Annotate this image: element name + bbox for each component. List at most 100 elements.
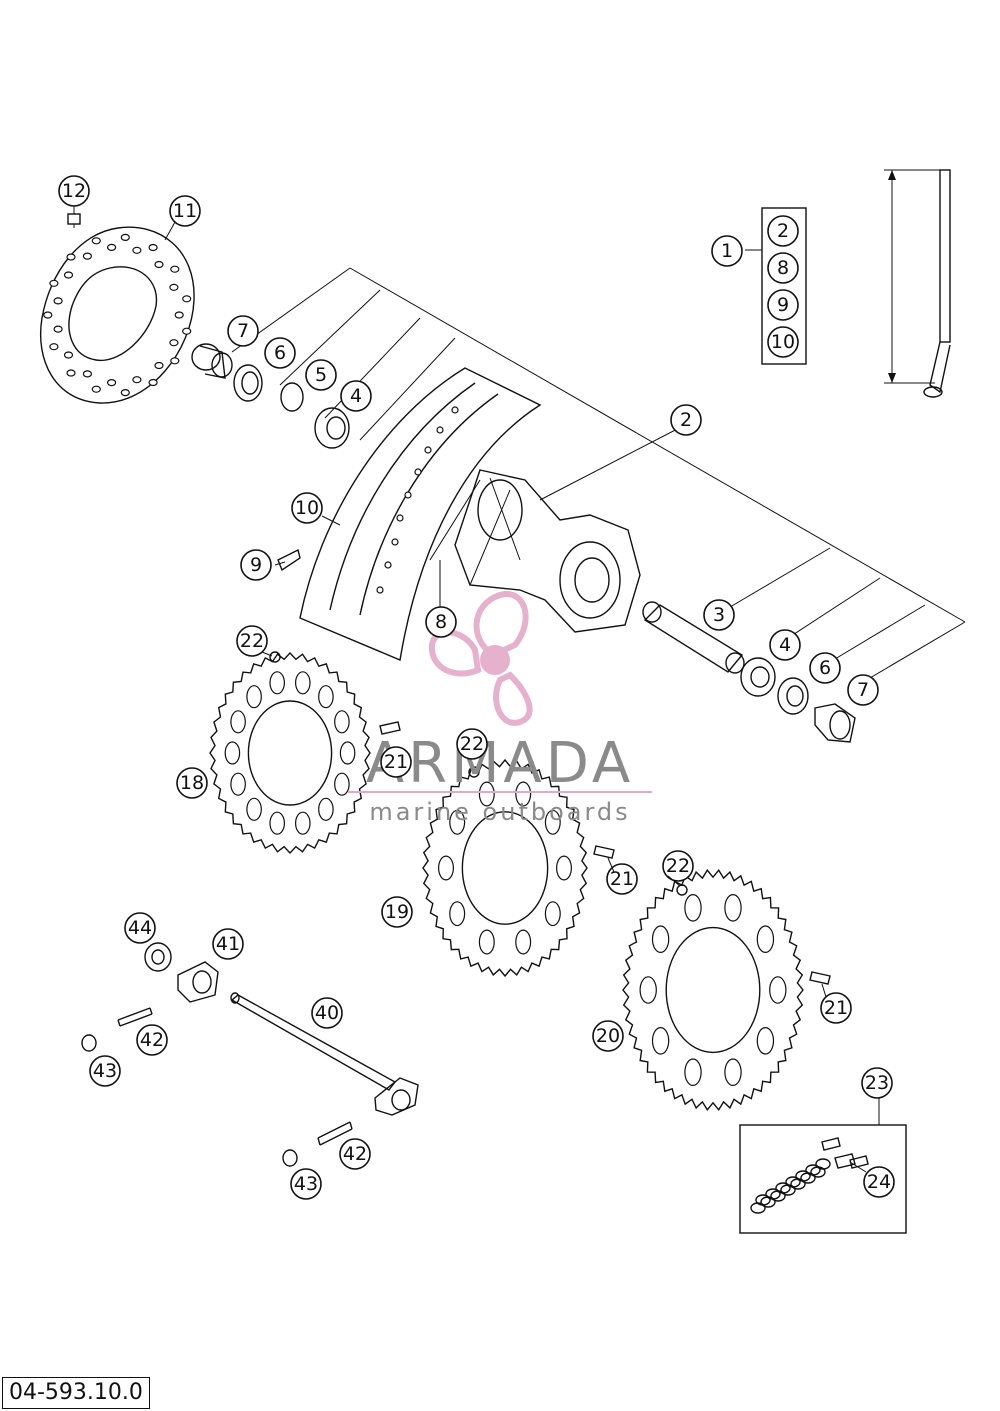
callout-label: 2 bbox=[680, 409, 692, 431]
callout-kit-9: 9 bbox=[767, 289, 799, 321]
disc-hole bbox=[169, 339, 179, 347]
callout-label: 21 bbox=[824, 997, 848, 1019]
callout-label: 23 bbox=[865, 1072, 889, 1094]
sprocket-hole bbox=[224, 741, 241, 765]
callout-label: 18 bbox=[180, 772, 204, 794]
sprocket-hole bbox=[334, 772, 350, 796]
spoke bbox=[884, 169, 951, 398]
watermark-logo: ARMADA marine outboards bbox=[348, 591, 652, 826]
disc-hole bbox=[106, 243, 117, 251]
callouts: 12 11 1 2 8 9 10 7 6 5 4 2 10 9 8 3 4 6 … bbox=[58, 175, 895, 1200]
chain-kit bbox=[739, 1098, 907, 1234]
callout-label: 43 bbox=[294, 1173, 318, 1195]
sprocket-hole bbox=[769, 976, 787, 1004]
sprocket-bolt-b bbox=[593, 845, 615, 859]
callout-kit-8: 8 bbox=[767, 252, 799, 284]
sprocket-hole bbox=[246, 685, 262, 709]
disc-hole bbox=[174, 311, 184, 319]
callout-21a: 21 bbox=[380, 746, 412, 778]
sprocket-teeth bbox=[209, 651, 371, 855]
disc-hole bbox=[154, 260, 164, 269]
sprocket-bolt-c bbox=[809, 971, 831, 985]
disc-hole bbox=[170, 265, 180, 273]
sprocket-hole bbox=[515, 781, 532, 807]
seal-left bbox=[233, 364, 263, 402]
sprocket-hole bbox=[449, 809, 466, 835]
disc-hole bbox=[170, 357, 180, 365]
rear-hub bbox=[429, 469, 641, 633]
sprocket-hole bbox=[651, 925, 670, 953]
callout-label: 42 bbox=[140, 1029, 164, 1051]
callout-label: 7 bbox=[857, 679, 869, 701]
callout-21c: 21 bbox=[820, 992, 852, 1024]
sprocket-bolt-a bbox=[379, 721, 401, 735]
sprocket-hole bbox=[724, 893, 742, 922]
circlip bbox=[280, 382, 304, 412]
disc-hole bbox=[148, 243, 158, 252]
disc-hole bbox=[82, 252, 93, 260]
callout-43b: 43 bbox=[290, 1168, 322, 1200]
sprocket-hole bbox=[544, 901, 561, 927]
hub-spacer-left bbox=[191, 343, 233, 379]
callout-11: 11 bbox=[169, 195, 201, 227]
disc-hole bbox=[82, 370, 93, 378]
hub-spacer-right bbox=[814, 703, 856, 743]
sprocket-hole bbox=[230, 710, 246, 734]
disc-hole bbox=[49, 279, 59, 287]
callout-label: 2 bbox=[777, 220, 789, 242]
sprocket-20 bbox=[622, 868, 804, 1112]
callout-22c: 22 bbox=[662, 850, 694, 882]
callout-44: 44 bbox=[124, 912, 156, 944]
sprocket-hole bbox=[339, 741, 356, 765]
hub-spacer-tube bbox=[642, 601, 745, 674]
sprocket-bore bbox=[247, 700, 333, 806]
callout-5: 5 bbox=[305, 359, 337, 391]
callout-4b: 4 bbox=[769, 629, 801, 661]
callout-40: 40 bbox=[311, 997, 343, 1029]
sprocket-hole bbox=[269, 671, 285, 695]
disc-hole bbox=[182, 295, 192, 303]
adjuster-nut-right bbox=[282, 1149, 298, 1167]
callout-label: 19 bbox=[385, 901, 409, 923]
bearing-left bbox=[314, 407, 350, 449]
sprocket-hole bbox=[294, 671, 311, 695]
sprocket-hole bbox=[544, 809, 561, 835]
propeller-icon bbox=[428, 591, 533, 726]
callout-7: 7 bbox=[227, 315, 259, 347]
callout-label: 4 bbox=[350, 385, 362, 407]
callout-label: 6 bbox=[274, 342, 286, 364]
disc-hole bbox=[43, 311, 53, 319]
sprocket-hole bbox=[556, 855, 572, 881]
chain-link bbox=[815, 1158, 831, 1170]
chain-adjuster-left bbox=[177, 961, 219, 1003]
callout-7b: 7 bbox=[847, 674, 879, 706]
sprocket-hole bbox=[334, 710, 350, 734]
adjuster-nut-left bbox=[81, 1034, 97, 1052]
sprocket-hole bbox=[651, 1027, 670, 1055]
callout-label: 22 bbox=[460, 733, 484, 755]
sprocket-nut-a bbox=[269, 651, 281, 663]
callout-label: 43 bbox=[93, 1060, 117, 1082]
callout-24: 24 bbox=[863, 1166, 895, 1198]
sprocket-hole bbox=[230, 772, 246, 796]
callout-label: 3 bbox=[713, 604, 725, 626]
sprocket-hole bbox=[478, 781, 495, 807]
callout-22b: 22 bbox=[456, 728, 488, 760]
callout-18: 18 bbox=[176, 767, 208, 799]
disc-hole bbox=[63, 351, 74, 359]
callout-9: 9 bbox=[240, 549, 272, 581]
bearing-right bbox=[740, 657, 776, 697]
callout-label: 9 bbox=[777, 294, 789, 316]
disc-hole bbox=[91, 385, 101, 393]
callout-label: 12 bbox=[62, 180, 86, 202]
disc-hole bbox=[106, 379, 117, 387]
disc-hole bbox=[154, 361, 164, 370]
disc-hole bbox=[53, 325, 63, 333]
sprocket-teeth bbox=[422, 758, 588, 978]
callout-10: 10 bbox=[291, 492, 323, 524]
callout-41: 41 bbox=[212, 928, 244, 960]
sprocket-hole bbox=[756, 925, 775, 953]
adjuster-spring-left bbox=[117, 1007, 153, 1027]
callout-label: 9 bbox=[250, 554, 262, 576]
